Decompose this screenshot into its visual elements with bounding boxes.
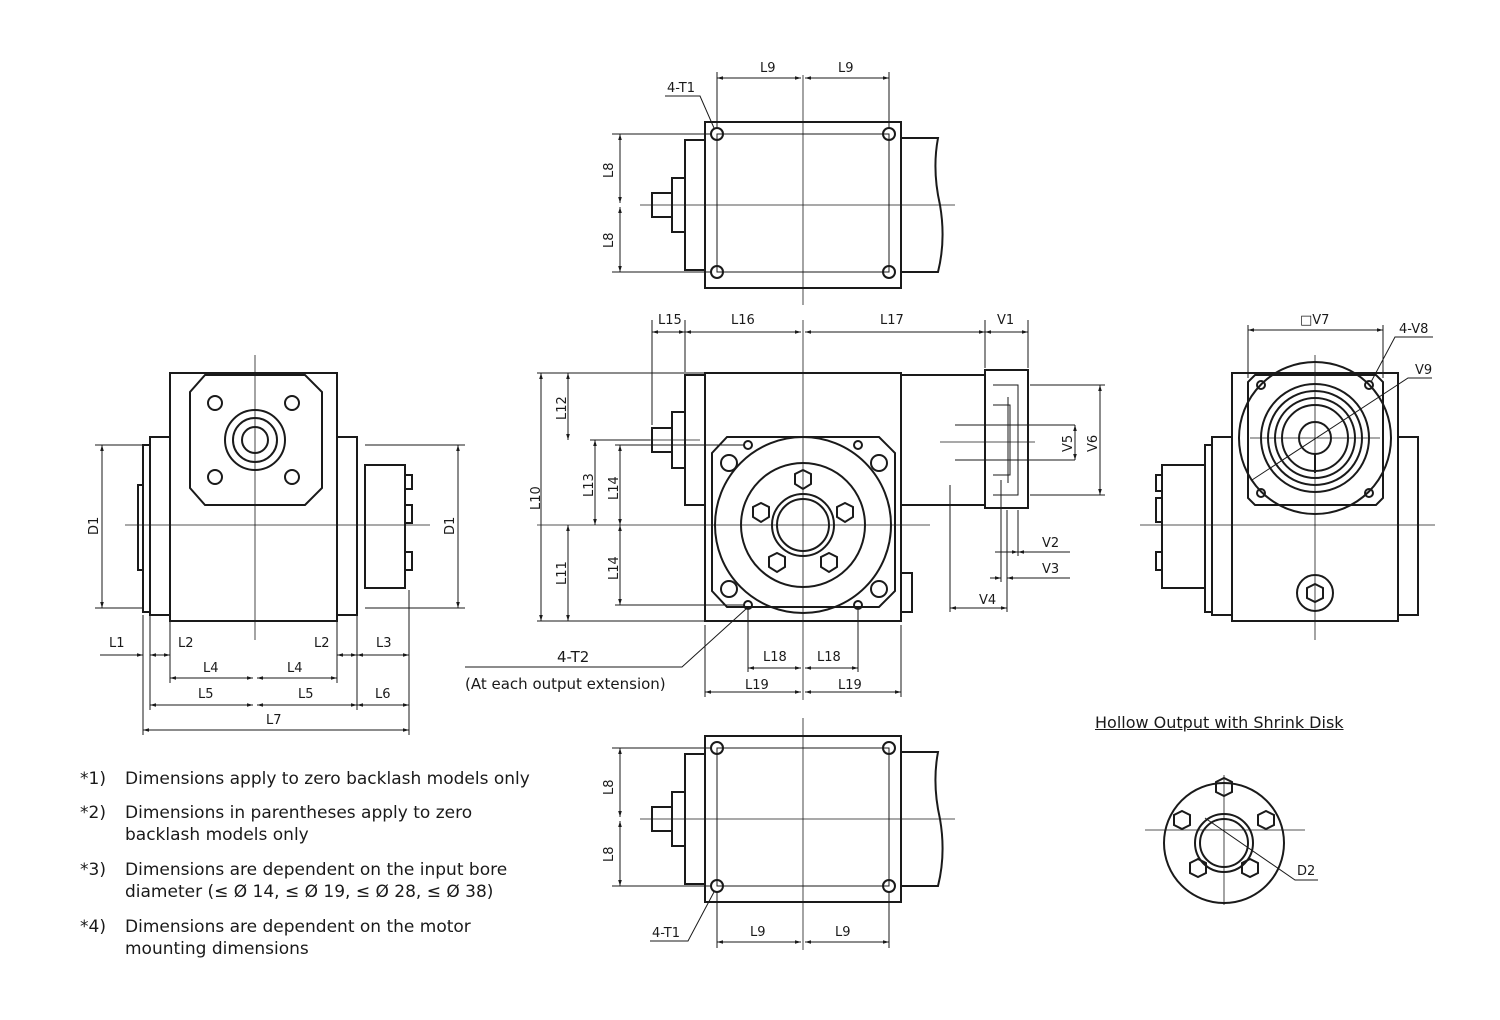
note-text: Dimensions apply to zero backlash models… <box>125 769 530 789</box>
dim-L11: L11 <box>555 561 570 585</box>
dim-L5: L5 <box>298 687 314 702</box>
dim-L12: L12 <box>555 396 570 420</box>
dim-D1: D1 <box>443 517 458 535</box>
dim-V4: V4 <box>979 593 996 608</box>
dim-4-V8: 4-V8 <box>1399 322 1428 337</box>
dim-V1: V1 <box>997 313 1014 328</box>
top-view: L9 L9 4-T1 L8 L8 <box>602 61 955 305</box>
dim-L14: L14 <box>607 556 622 580</box>
dim-L2: L2 <box>314 636 330 651</box>
dim-V5: V5 <box>1061 435 1076 452</box>
dim-L19: L19 <box>838 678 862 693</box>
dim-L8: L8 <box>602 779 617 795</box>
note-key: *3) <box>80 860 106 880</box>
front-view: L15 L16 L17 V1 L10 L12 L11 L13 L14 L14 L… <box>465 313 1105 700</box>
dim-4-T2: 4-T2 <box>557 648 589 666</box>
dim-L10: L10 <box>529 486 544 510</box>
dim-L13: L13 <box>582 473 597 497</box>
note-text: Dimensions in parentheses apply to zero … <box>125 803 473 845</box>
dim-D2: D2 <box>1297 864 1315 879</box>
dim-L9: L9 <box>838 61 854 76</box>
dim-L6: L6 <box>375 687 391 702</box>
dim-L3: L3 <box>376 636 392 651</box>
bottom-view: L8 L8 4-T1 L9 L9 <box>602 718 955 950</box>
dim-L1: L1 <box>109 636 125 651</box>
dim-L16: L16 <box>731 313 755 328</box>
hollow-output-title: Hollow Output with Shrink Disk <box>1095 713 1344 732</box>
note-key: *2) <box>80 803 106 823</box>
dim-V2: V2 <box>1042 536 1059 551</box>
note-text: Dimensions are dependent on the input bo… <box>125 860 508 902</box>
dim-4-T1: 4-T1 <box>667 81 695 96</box>
dim-L8: L8 <box>602 162 617 178</box>
dim-L19: L19 <box>745 678 769 693</box>
dim-L8: L8 <box>602 846 617 862</box>
dim-L9: L9 <box>760 61 776 76</box>
dim-D1: D1 <box>87 517 102 535</box>
left-view: D1 D1 L1 L2 L2 L3 L4 L4 L5 L5 L6 L7 <box>87 355 465 735</box>
right-view: □V7 4-V8 V9 <box>1140 313 1435 640</box>
dim-L15: L15 <box>658 313 682 328</box>
note-key: *1) <box>80 769 106 789</box>
note-text: Dimensions are dependent on the motor mo… <box>125 917 471 959</box>
dim-L4: L4 <box>203 661 219 676</box>
dim-L9: L9 <box>750 925 766 940</box>
dim-L2: L2 <box>178 636 194 651</box>
dim-V9: V9 <box>1415 363 1432 378</box>
dim-L9: L9 <box>835 925 851 940</box>
dim-L8: L8 <box>602 232 617 248</box>
dim-L7: L7 <box>266 713 282 728</box>
t2-note: (At each output extension) <box>465 675 666 693</box>
dim-V6: V6 <box>1086 435 1101 452</box>
dim-L18: L18 <box>817 650 841 665</box>
dim-L14: L14 <box>607 476 622 500</box>
dim-L17: L17 <box>880 313 904 328</box>
dim-4-T1: 4-T1 <box>652 926 680 941</box>
dim-V3: V3 <box>1042 562 1059 577</box>
dim-L18: L18 <box>763 650 787 665</box>
dim-L5: L5 <box>198 687 214 702</box>
hollow-output-view: D2 <box>1145 775 1318 905</box>
note-key: *4) <box>80 917 106 937</box>
dim-V7: □V7 <box>1300 313 1329 328</box>
dim-L4: L4 <box>287 661 303 676</box>
